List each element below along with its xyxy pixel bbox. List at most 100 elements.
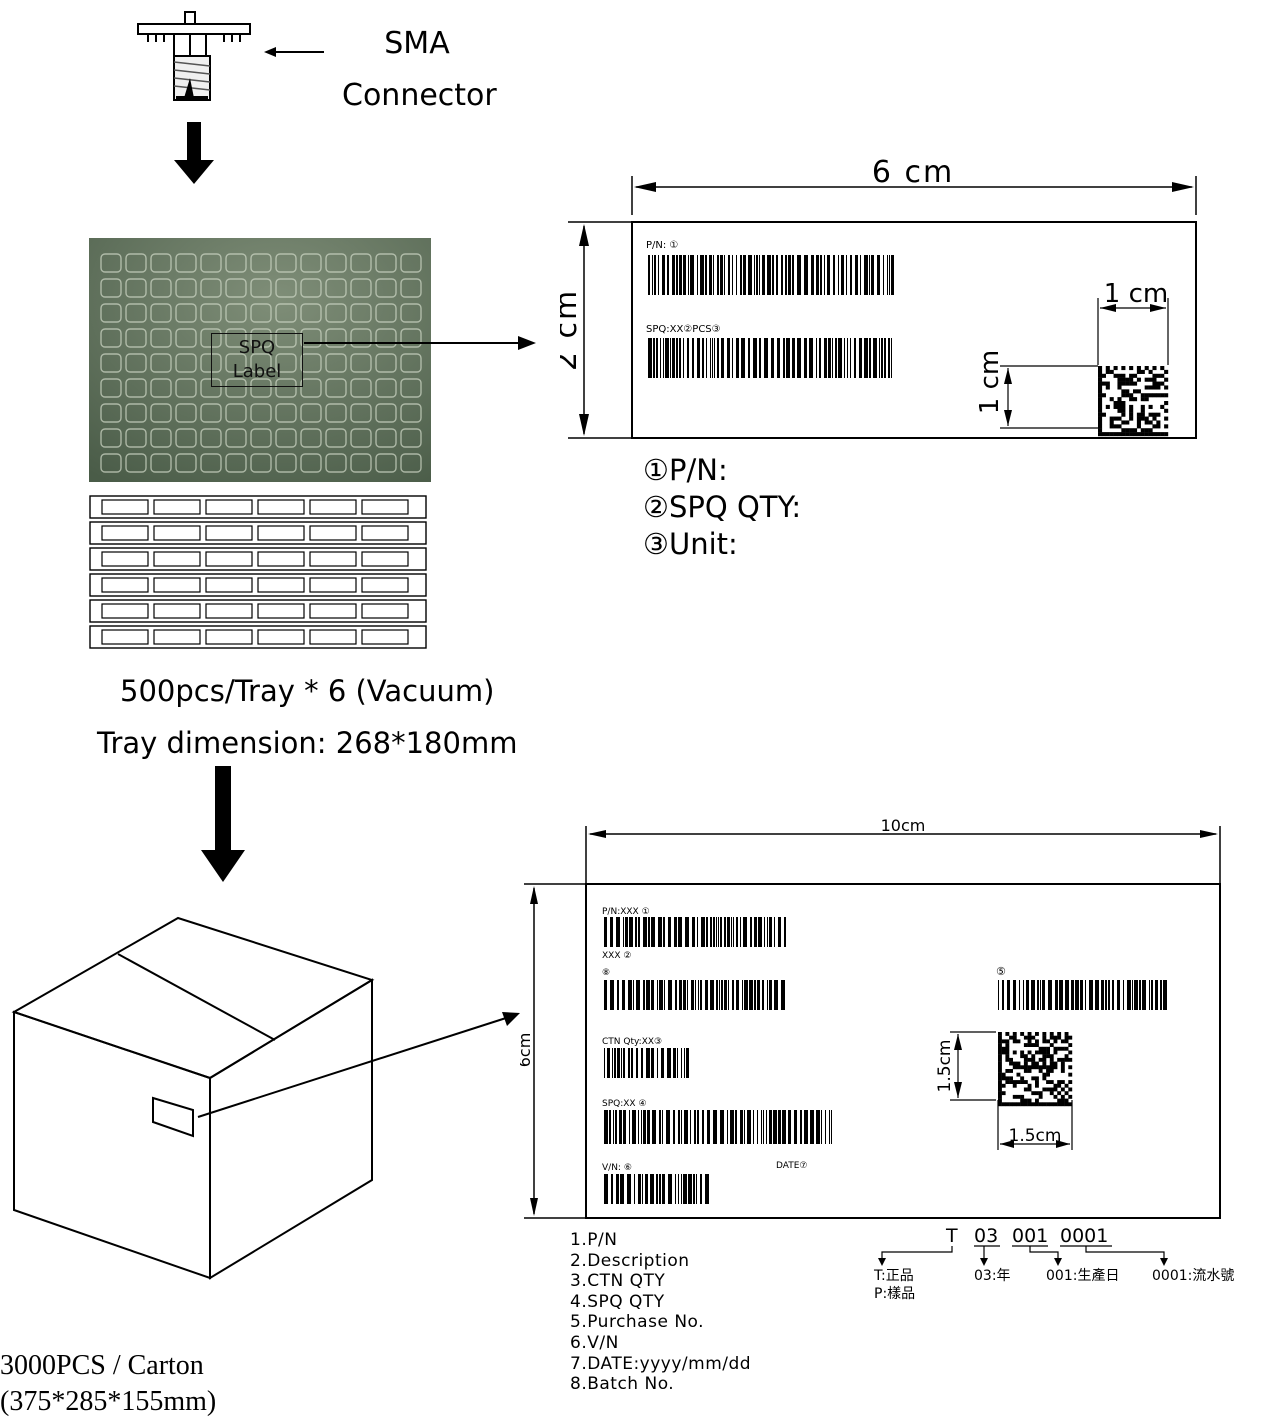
matrix-cell (1117, 385, 1122, 390)
barcode-bar (616, 1174, 619, 1204)
barcode-bar (783, 338, 785, 378)
tray-pocket (350, 378, 372, 398)
matrix-cell (998, 1087, 1002, 1092)
barcode-bar (785, 255, 787, 295)
barcode-bar (736, 917, 738, 947)
matrix-cell (1046, 1065, 1050, 1070)
matrix-cell (1031, 1061, 1036, 1066)
matrix-cell (1046, 1069, 1050, 1073)
barcode-bar (732, 980, 734, 1010)
barcode-bar (764, 338, 768, 378)
matrix-cell (1152, 432, 1157, 437)
tray-cell (257, 525, 305, 541)
matrix-cell (1117, 404, 1122, 409)
matrix-cell (1053, 1050, 1058, 1055)
barcode-bar (1089, 980, 1093, 1010)
matrix-cell (1060, 1098, 1065, 1103)
barcode-bar (884, 338, 886, 378)
matrix-cell (1117, 416, 1122, 421)
matrix-cell (1064, 1054, 1069, 1059)
matrix-cell (1098, 428, 1103, 433)
barcode-bar (660, 338, 661, 378)
barcode-bar (697, 917, 698, 947)
matrix-cell (1152, 381, 1157, 386)
barcode-bar (659, 980, 663, 1010)
matrix-cell (1117, 381, 1122, 386)
spq-field-spq: SPQ:XX②PCS③ (646, 324, 721, 335)
matrix-cell (1009, 1102, 1013, 1107)
tray-pocket (100, 253, 122, 273)
tray-cell (257, 499, 305, 515)
matrix-cell (1020, 1050, 1025, 1055)
barcode-bar (749, 980, 753, 1010)
matrix-cell (1160, 393, 1165, 398)
barcode-bar (643, 980, 645, 1010)
barcode-bar (771, 338, 774, 378)
matrix-cell (1133, 428, 1138, 433)
matrix-cell (1136, 389, 1141, 394)
tray-pocket (250, 378, 272, 398)
matrix-cell (1042, 1087, 1047, 1092)
matrix-cell (1060, 1069, 1065, 1073)
matrix-cell (1125, 420, 1130, 425)
barcode-bar (781, 980, 785, 1010)
tray-pocket (350, 253, 372, 273)
matrix-cell (1027, 1098, 1032, 1103)
matrix-cell (1140, 404, 1145, 409)
matrix-cell (1113, 401, 1118, 406)
tray-pocket (400, 328, 422, 348)
tray-cell (101, 577, 149, 593)
tray-pocket (100, 353, 122, 373)
barcode-bar (732, 338, 733, 378)
matrix-cell (1046, 1054, 1050, 1059)
matrix-cell (1121, 420, 1126, 425)
matrix-cell (1060, 1087, 1065, 1092)
matrix-cell (998, 1069, 1002, 1073)
matrix-cell (1098, 381, 1103, 386)
matrix-cell (1113, 404, 1118, 409)
matrix-cell (1005, 1057, 1010, 1062)
tray-cell (309, 603, 357, 619)
matrix-cell (1009, 1080, 1013, 1084)
barcode-bar (732, 255, 733, 295)
barcode-bar (687, 980, 688, 1010)
barcode-bar (781, 255, 783, 295)
barcode-bar (1163, 980, 1167, 1010)
matrix-cell (1133, 397, 1138, 402)
tray-cell (101, 603, 149, 619)
matrix-cell (1152, 416, 1157, 421)
barcode-bar (742, 980, 743, 1010)
barcode-bar (821, 1110, 822, 1144)
tray-spec: 500pcs/Tray * 6 (Vacuum) (120, 674, 495, 708)
matrix-cell (1060, 1094, 1065, 1099)
matrix-cell (1038, 1046, 1043, 1051)
matrix-cell (1156, 420, 1161, 425)
matrix-cell (998, 1094, 1002, 1099)
barcode-bar (864, 338, 868, 378)
barcode-bar (1139, 980, 1141, 1010)
matrix-cell (1027, 1035, 1032, 1040)
matrix-cell (998, 1080, 1002, 1084)
barcode-bar (719, 980, 720, 1010)
tray-pocket (125, 453, 147, 473)
barcode-bar (754, 255, 755, 295)
matrix-cell (1068, 1050, 1073, 1055)
barcode-bar (850, 255, 852, 295)
tray-pocket (150, 303, 172, 323)
matrix-cell (1109, 424, 1114, 429)
matrix-cell (1016, 1039, 1021, 1044)
tray-pocket (125, 253, 147, 273)
barcode-bar (604, 1110, 608, 1144)
matrix-cell (1098, 393, 1103, 398)
barcode-bar (748, 255, 752, 295)
barcode-bar (614, 1048, 616, 1078)
matrix-cell (1136, 416, 1141, 421)
carton-code-width-label: 1.5cm (1009, 1126, 1062, 1146)
barcode-bar (855, 255, 858, 295)
matrix-cell (1125, 428, 1130, 433)
tray-pocket (325, 253, 347, 273)
tray-cell (361, 551, 409, 567)
matrix-cell (1027, 1032, 1032, 1036)
tray-pocket (125, 303, 147, 323)
carton-spec: 3000PCS / Carton (0, 1350, 204, 1381)
